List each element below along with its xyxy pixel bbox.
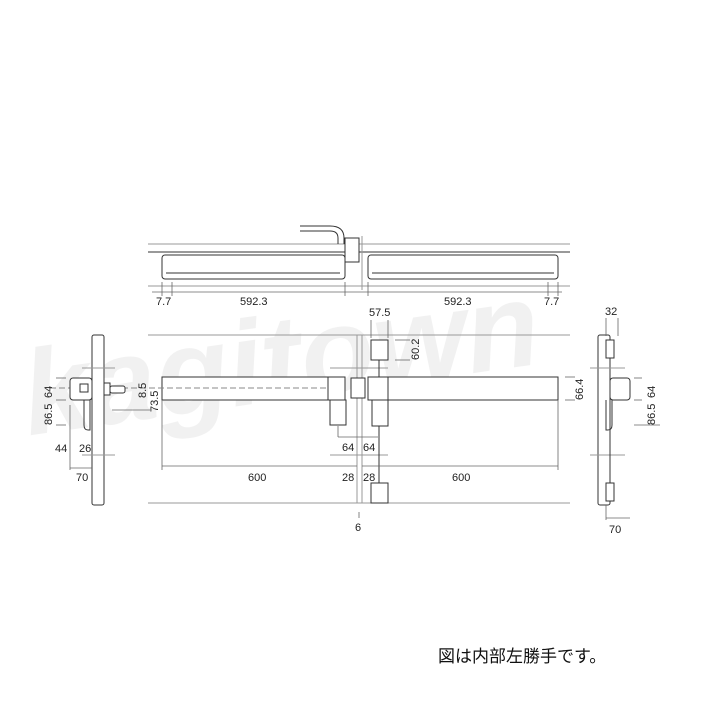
dim-64-right: 64: [363, 442, 375, 454]
left-bar-top: [161, 254, 346, 280]
dim-28-right: 28: [363, 472, 375, 484]
dim-28-left: 28: [342, 472, 354, 484]
dim-64-left: 64: [342, 442, 354, 454]
dim-gap: 6: [355, 522, 361, 534]
top-view: 7.7 592.3 592.3 7.7: [148, 225, 570, 308]
right-bar-top: [367, 254, 559, 280]
right-side-view: 32 64 86.5 70: [590, 306, 660, 536]
bottom-latch: [370, 482, 389, 504]
dim-right-64: 64: [646, 386, 658, 398]
right-push-bar: [367, 376, 559, 401]
left-side-view: 64 86.5 8.5 73.5 44 26 70: [43, 334, 161, 506]
dim-left-70: 70: [76, 472, 88, 484]
dim-right-86-5: 86.5: [646, 404, 658, 425]
dim-right-32: 32: [605, 306, 617, 318]
front-view: 57.5 60.2 64 64 28 28 600 600 6 66.4: [50, 307, 586, 534]
dim-600-right: 600: [452, 472, 470, 484]
dim-latch-height: 60.2: [410, 339, 422, 360]
dim-left-8-5: 8.5: [137, 383, 149, 398]
handle-top: [300, 225, 345, 244]
dim-600-left: 600: [248, 472, 266, 484]
dim-top-2: 592.3: [240, 296, 268, 308]
dim-left-26: 26: [79, 443, 91, 455]
dim-left-44: 44: [55, 443, 67, 455]
dim-right-70: 70: [609, 524, 621, 536]
dim-top-3: 592.3: [444, 296, 472, 308]
dim-left-64: 64: [43, 386, 55, 398]
dim-top-4: 7.7: [544, 296, 559, 308]
dim-left-73-5: 73.5: [149, 391, 161, 412]
dim-bar-height: 66.4: [574, 379, 586, 400]
top-latch: [370, 339, 389, 361]
dim-latch-width: 57.5: [369, 307, 390, 319]
diagram-note: 図は内部左勝手です。: [438, 647, 607, 667]
dim-left-86-5: 86.5: [43, 404, 55, 425]
dim-top-1: 7.7: [156, 296, 171, 308]
